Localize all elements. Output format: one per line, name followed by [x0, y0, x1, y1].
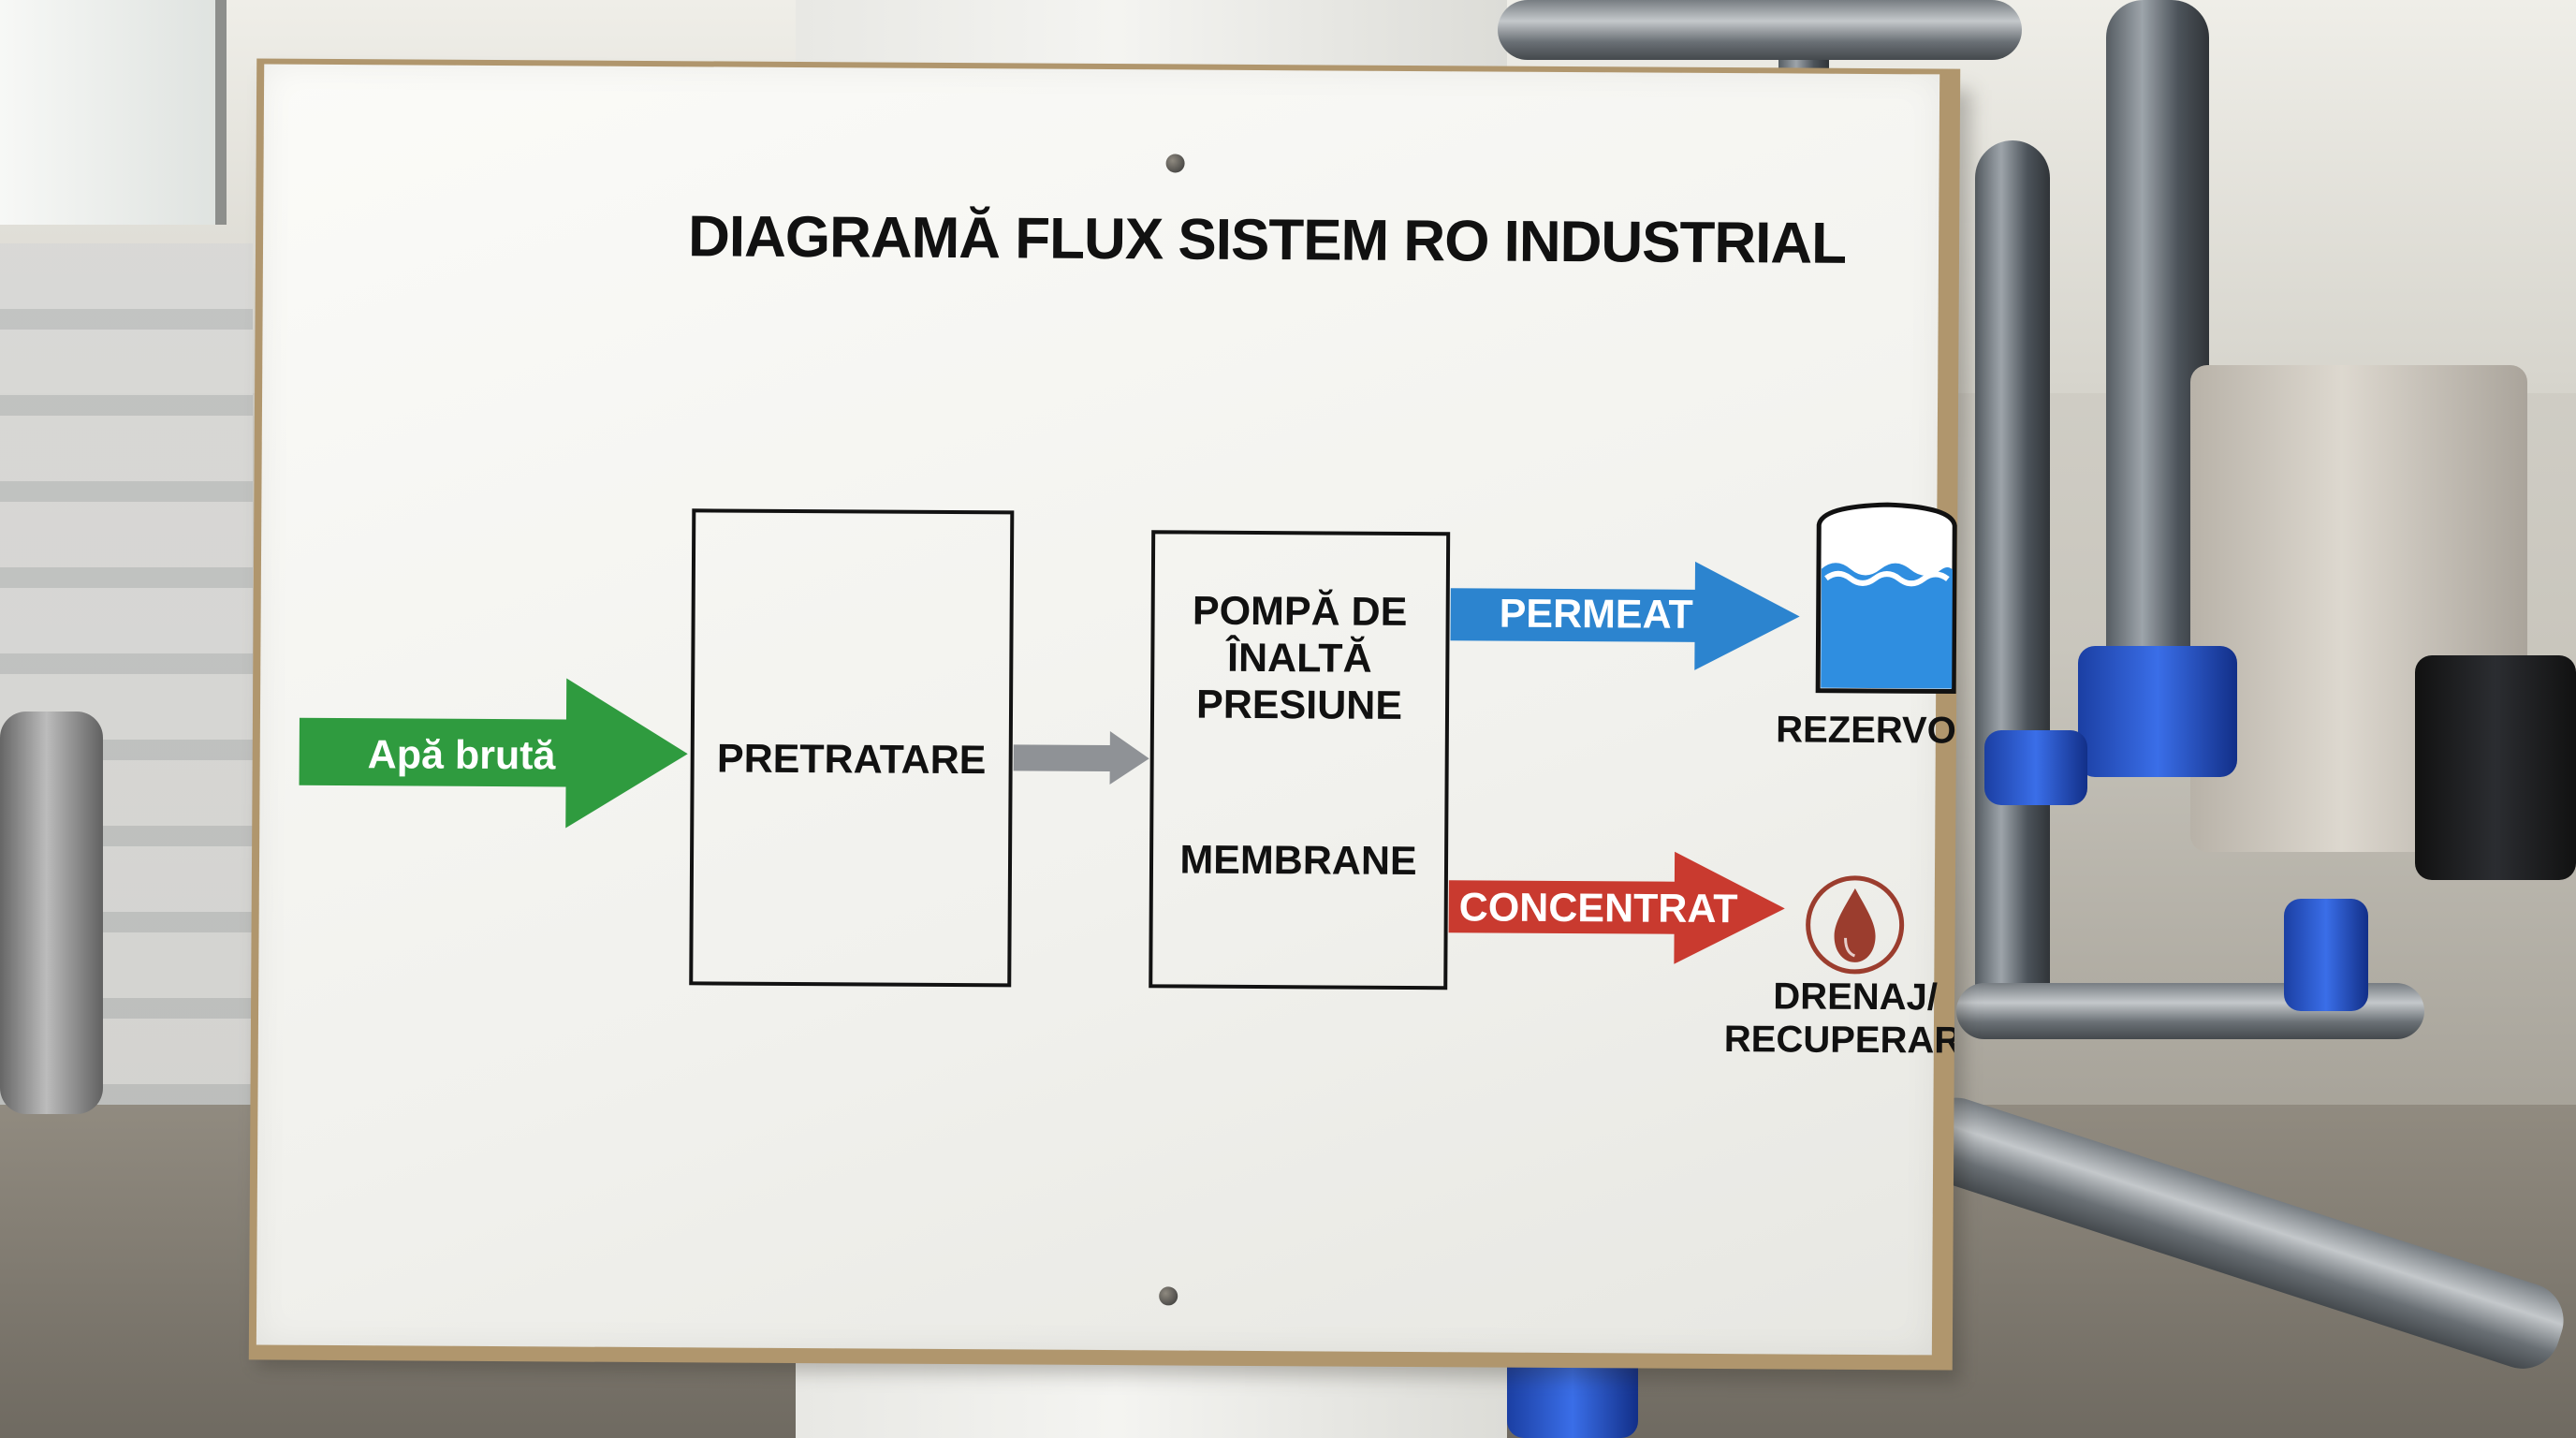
concentrate-arrow-label: CONCENTRAT [1459, 885, 1738, 932]
vertical-pipe [1975, 140, 2050, 1030]
left-pressure-vessel [0, 712, 103, 1114]
permeate-arrow-label: PERMEAT [1500, 592, 1693, 638]
water-tank-icon [1815, 502, 1957, 695]
pump-label-line-1: POMPĂ DE [1193, 589, 1408, 635]
input-arrow [299, 678, 688, 829]
horizontal-pipe [1498, 0, 2022, 60]
drain-label-line-2: RECUPERARE [1724, 1019, 1960, 1062]
concentrate-arrow [1448, 851, 1785, 964]
window [0, 0, 227, 225]
diagram-sign: DIAGRAMĂ FLUX SISTEM RO INDUSTRIAL Apă b… [248, 58, 1961, 1371]
tank-label: REZERVOR [1776, 709, 1960, 751]
input-arrow-label: Apă brută [368, 732, 557, 778]
drain-label-line-1: DRENAJ/ [1773, 976, 1938, 1018]
pump-label-line-2: ÎNALTĂ [1225, 635, 1372, 682]
pump-label-line-3: PRESIUNE [1196, 682, 1402, 728]
diagram-title: DIAGRAMĂ FLUX SISTEM RO INDUSTRIAL [688, 204, 1846, 276]
water-drop-icon [1806, 875, 1905, 975]
process-arrow [1013, 731, 1149, 785]
black-motor [2415, 655, 2576, 880]
pretreatment-label: PRETRATARE [717, 736, 987, 783]
blue-pump [1984, 730, 2087, 805]
membrane-label: MEMBRANE [1179, 837, 1417, 884]
flow-diagram: DIAGRAMĂ FLUX SISTEM RO INDUSTRIAL Apă b… [299, 204, 1960, 1062]
pump-membrane-box [1149, 530, 1451, 990]
blue-pump [2078, 646, 2237, 777]
permeate-arrow [1450, 561, 1800, 670]
pretreatment-box [689, 508, 1015, 988]
blue-pump [2284, 899, 2368, 1011]
